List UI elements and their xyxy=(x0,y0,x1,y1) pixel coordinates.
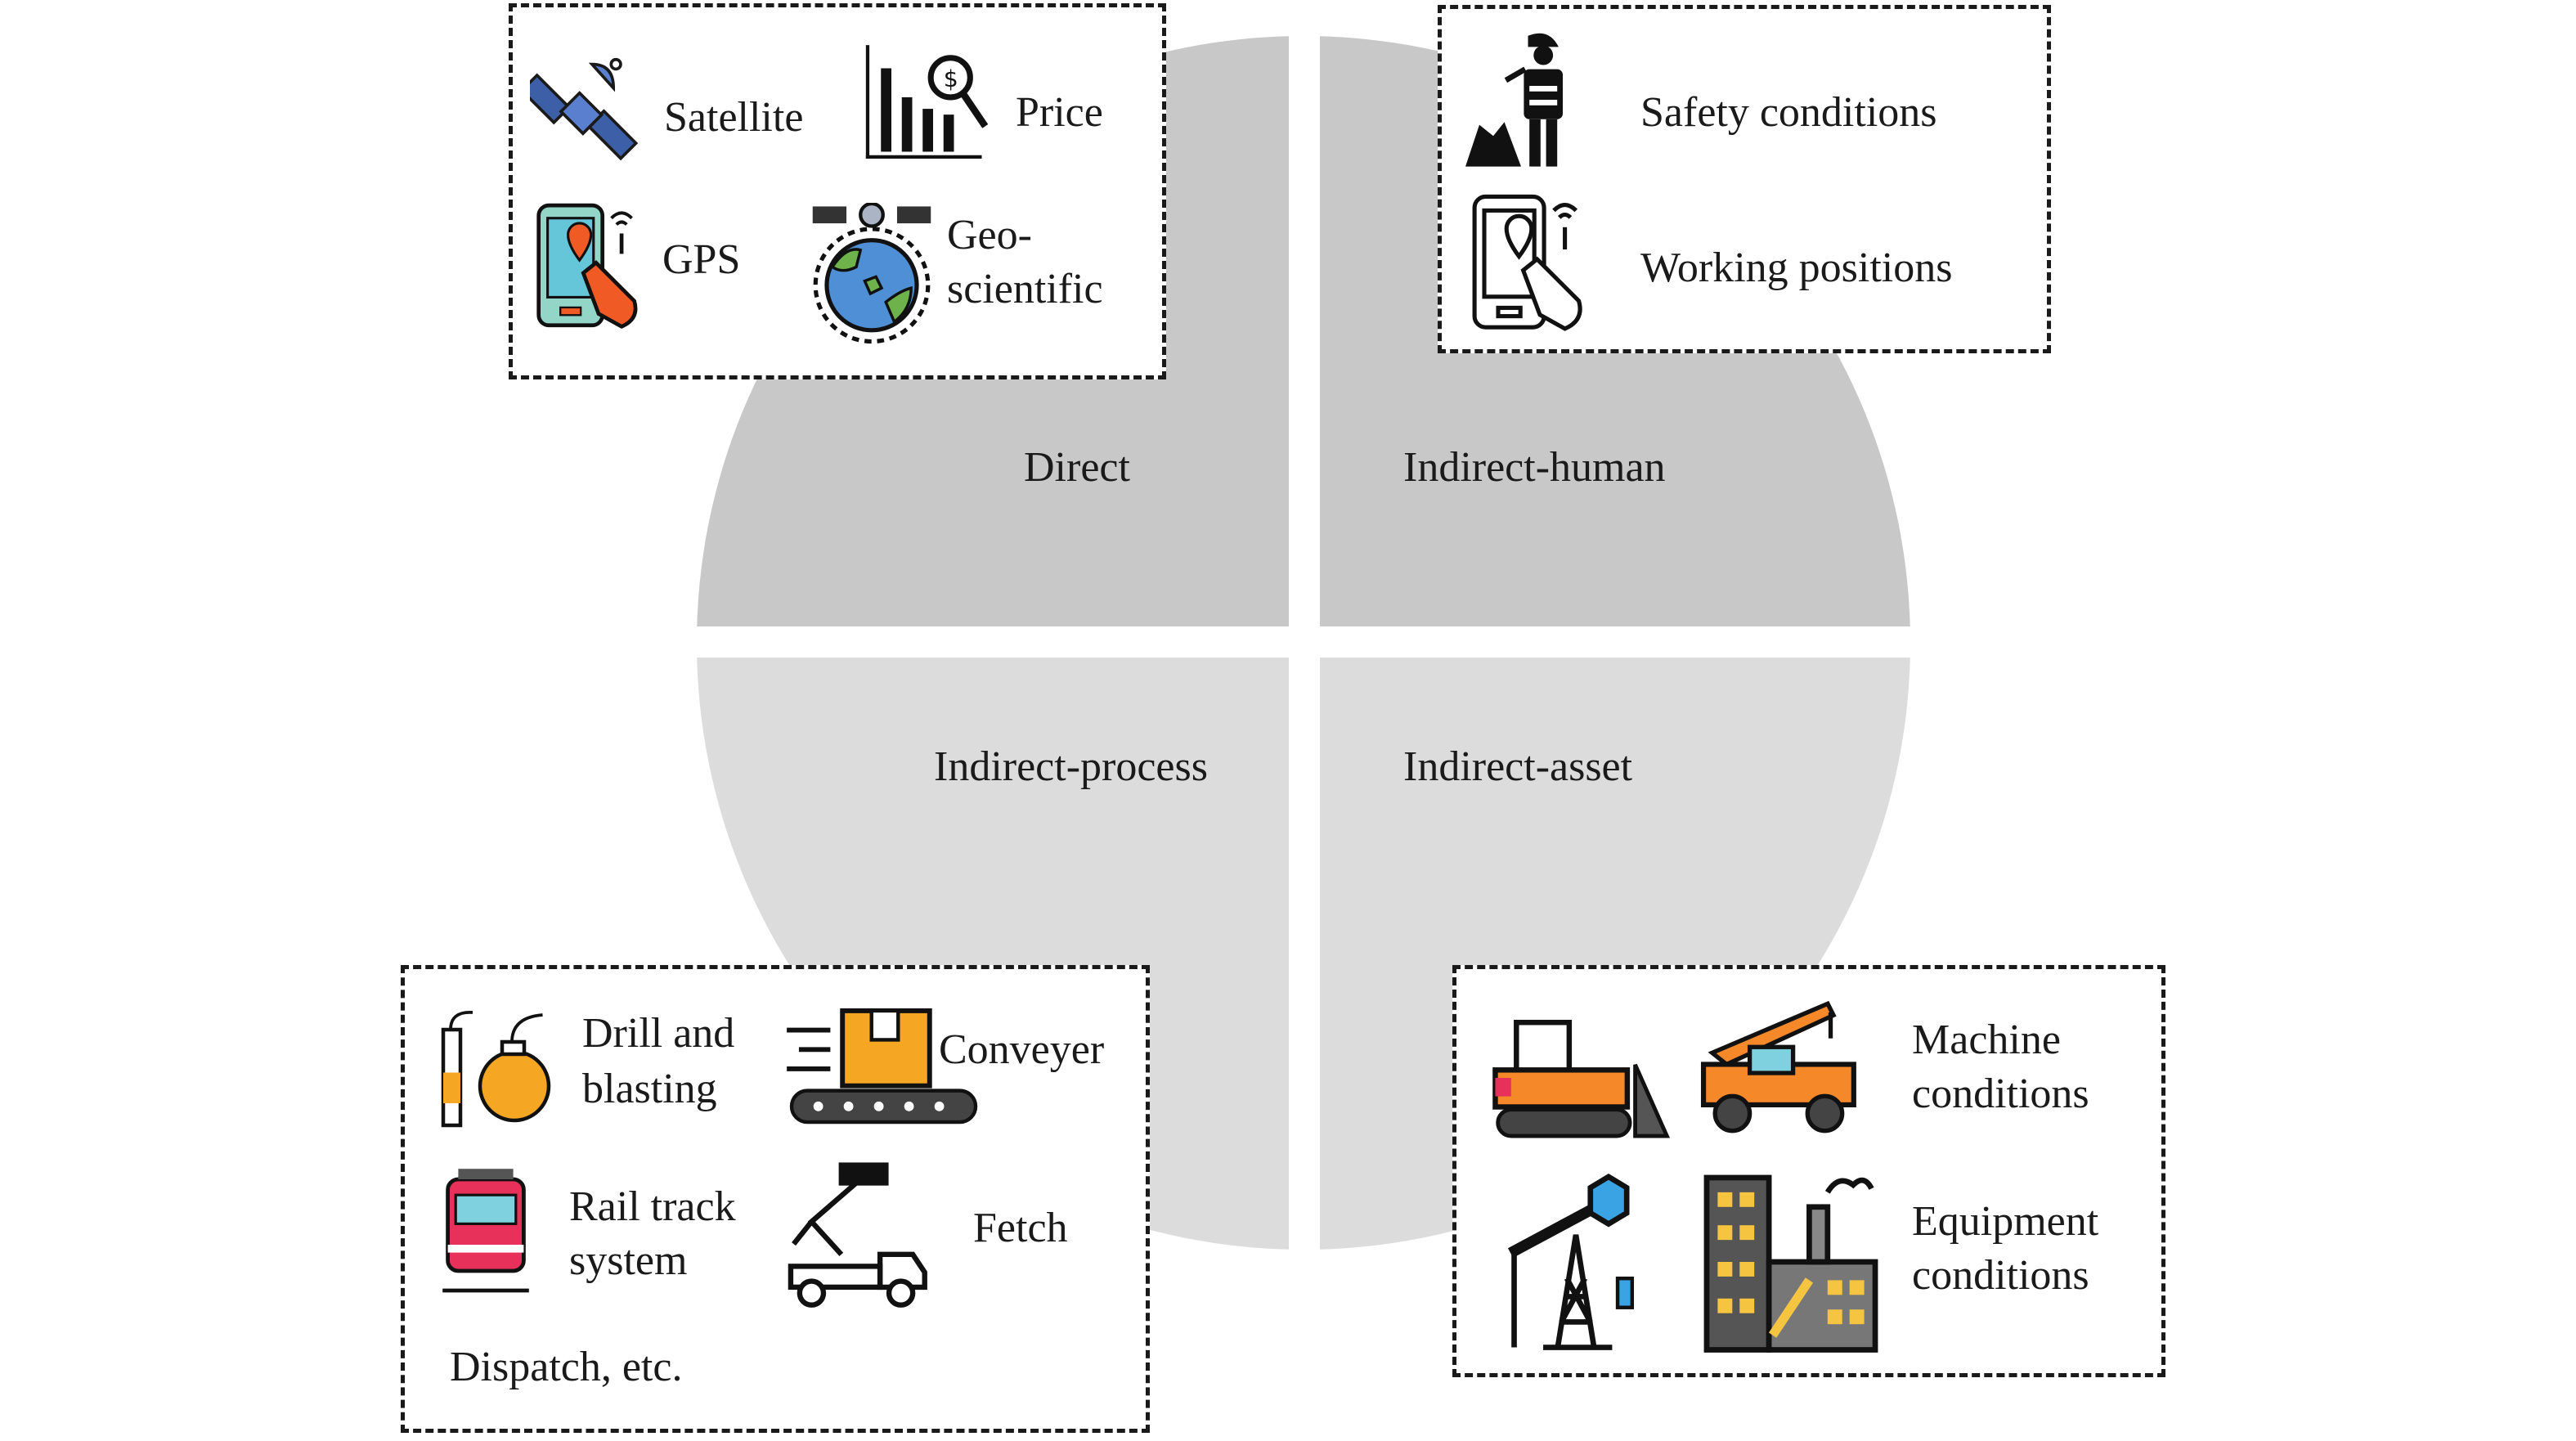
label-direct: Direct xyxy=(1024,444,1130,491)
geo-label-line2: scientific xyxy=(947,266,1103,312)
safety-conditions-label: Safety conditions xyxy=(1640,89,1937,136)
svg-text:$: $ xyxy=(944,65,958,92)
price-label: Price xyxy=(1016,89,1103,136)
fetch-truck-icon xyxy=(782,1160,931,1313)
label-indirect-human: Indirect-human xyxy=(1403,444,1666,491)
crane-truck-icon xyxy=(1698,990,1871,1145)
equipment-label-line2: conditions xyxy=(1912,1252,2089,1299)
conveyor-icon xyxy=(782,1006,988,1127)
label-indirect-asset: Indirect-asset xyxy=(1403,743,1633,790)
mine-worker-icon xyxy=(1465,28,1604,172)
rail-label-line2: system xyxy=(569,1237,688,1284)
machine-label-line2: conditions xyxy=(1912,1071,2089,1117)
satellite-icon xyxy=(530,51,649,173)
machine-label-line1: Machine xyxy=(1912,1017,2061,1063)
gps-label: GPS xyxy=(662,236,741,283)
drill-blasting-icon xyxy=(438,999,561,1133)
gps-phone-icon xyxy=(535,201,662,332)
train-icon xyxy=(438,1166,533,1297)
price-chart-icon: $ xyxy=(864,44,1003,162)
factory-icon xyxy=(1699,1168,1883,1356)
label-indirect-process: Indirect-process xyxy=(934,743,1208,790)
geo-label-line1: Geo- xyxy=(947,212,1032,258)
working-positions-phone-icon xyxy=(1470,191,1609,335)
globe-satellite-icon xyxy=(801,203,942,345)
satellite-label: Satellite xyxy=(664,94,804,141)
dispatch-label: Dispatch, etc. xyxy=(450,1344,683,1390)
equipment-label-line1: Equipment xyxy=(1912,1198,2099,1245)
drill-label-line1: Drill and xyxy=(582,1010,735,1057)
working-positions-label: Working positions xyxy=(1640,245,1953,291)
rail-label-line1: Rail track xyxy=(569,1183,736,1230)
pump-jack-icon xyxy=(1501,1169,1650,1351)
drill-label-line2: blasting xyxy=(582,1066,717,1112)
bulldozer-icon xyxy=(1490,1011,1675,1145)
conveyer-label: Conveyer xyxy=(939,1026,1105,1073)
fetch-label: Fetch xyxy=(973,1205,1068,1251)
